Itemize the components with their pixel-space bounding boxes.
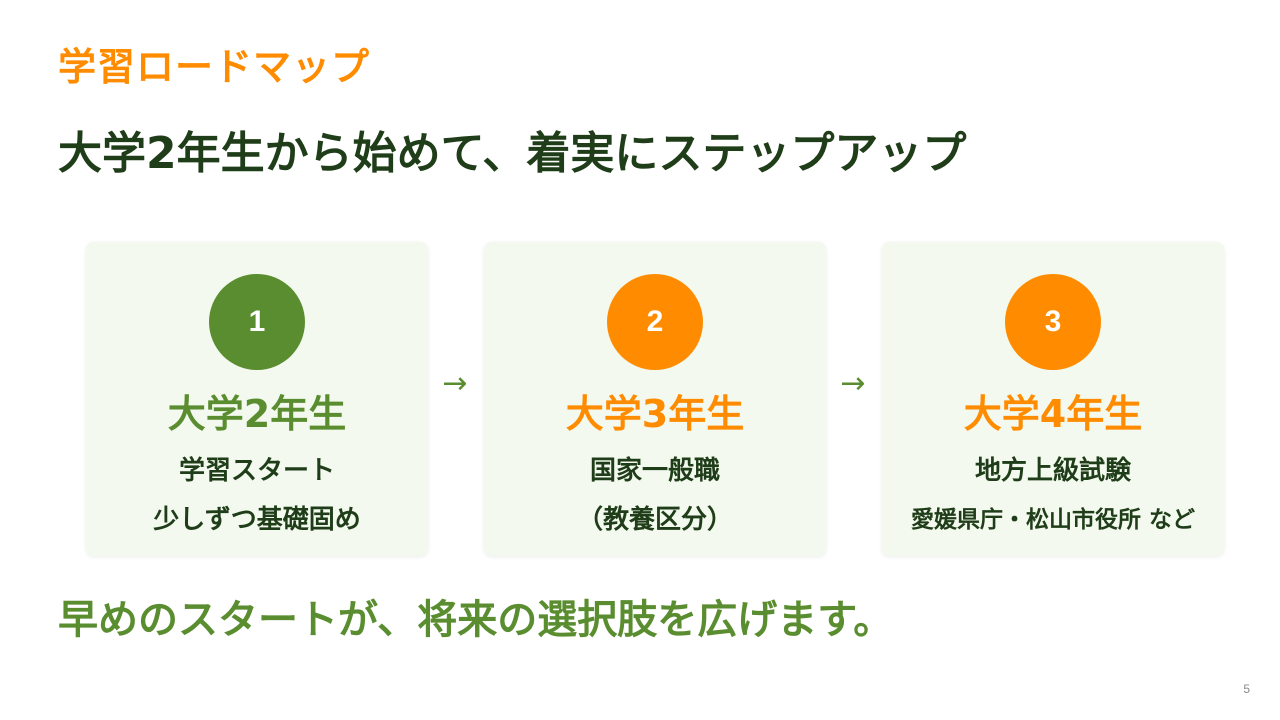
step-year-2: 大学3年生 [565,392,745,436]
step-number-badge-3: 3 [1005,274,1101,370]
step-year-3: 大学4年生 [963,392,1143,436]
step-number-badge-1: 1 [209,274,305,370]
roadmap-step-3-card: 3 大学4年生 地方上級試験 愛媛県庁・松山市役所 など [882,242,1224,556]
closing-message: 早めのスタートが、将来の選択肢を広げます。 [58,597,894,643]
roadmap-step-1-card: 1 大学2年生 学習スタート 少しずつ基礎固め [86,242,428,556]
page-number: 5 [1243,682,1250,696]
step-description-3a: 地方上級試験 [974,456,1131,486]
right-arrow-icon: → [840,366,866,401]
slide-title: 大学2年生から始めて、着実にステップアップ [58,128,967,179]
step-year-1: 大学2年生 [167,392,347,436]
roadmap-step-2-card: 2 大学3年生 国家一般職 （教養区分） [484,242,826,556]
step-description-1a: 学習スタート [178,456,335,486]
step-description-3b: 愛媛県庁・松山市役所 など [910,507,1195,533]
step-description-1b: 少しずつ基礎固め [153,505,361,535]
right-arrow-icon: → [442,366,468,401]
section-label: 学習ロードマップ [58,45,371,89]
step-number-badge-2: 2 [607,274,703,370]
step-description-2a: 国家一般職 [589,456,720,486]
step-description-2b: （教養区分） [576,505,733,535]
